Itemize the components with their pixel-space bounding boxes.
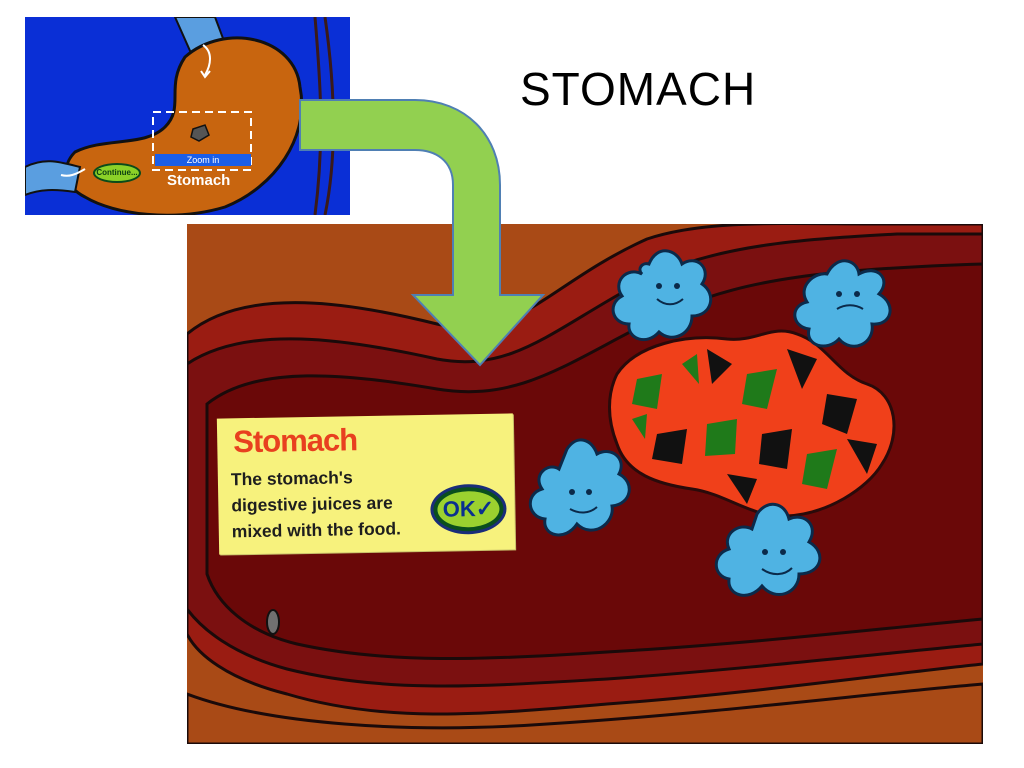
info-line: mixed with the food.: [231, 518, 402, 542]
ok-button-label: OK✓: [437, 490, 500, 528]
digestive-juice-blob: [793, 259, 892, 348]
zoom-in-label[interactable]: Zoom in: [155, 154, 251, 166]
stomach-interior-illustration: [187, 224, 983, 744]
stomach-interior-scene: [187, 224, 983, 744]
digestive-juice-blob: [528, 438, 631, 537]
info-line: The stomach's: [230, 467, 353, 490]
continue-button[interactable]: Continue...: [93, 163, 141, 183]
slide-title: STOMACH: [520, 63, 757, 115]
digestive-juice-blob: [714, 503, 822, 597]
food-mass: [608, 329, 896, 518]
info-description: The stomach's digestive juices are mixed…: [231, 463, 432, 544]
thumbnail-stomach-label: Stomach: [167, 172, 231, 189]
ok-button[interactable]: OK✓: [430, 483, 507, 535]
info-heading: Stomach: [232, 422, 358, 460]
stomach-overview-thumbnail: Zoom in Stomach Continue...: [25, 17, 350, 215]
info-line: digestive juices are: [231, 492, 393, 516]
digestive-juice-blob: [611, 249, 713, 342]
down-turn-arrow-icon: [295, 95, 555, 370]
info-panel: Stomach The stomach's digestive juices a…: [216, 413, 516, 555]
